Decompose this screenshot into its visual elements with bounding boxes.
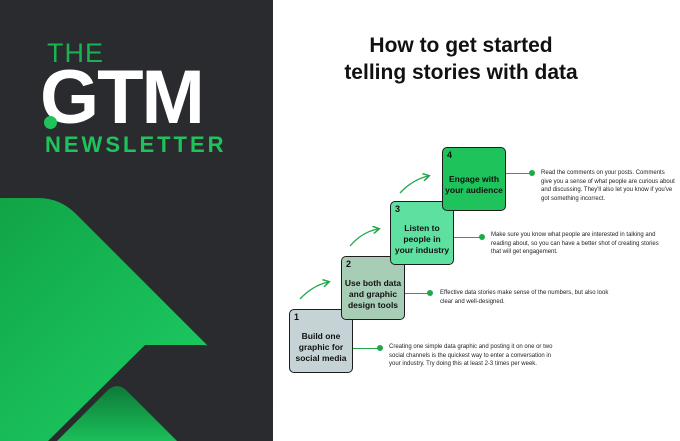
step-2-dot: [427, 290, 433, 296]
title-line-2: telling stories with data: [344, 61, 578, 84]
logo-the-text: THE: [47, 38, 104, 68]
step-4-label: Engage with your audience: [445, 174, 503, 195]
step-1-number: 1: [294, 312, 300, 322]
step-4-dot: [529, 170, 535, 176]
step-4-box: 4 Engage with your audience: [442, 147, 506, 211]
arrow-2-to-3: [349, 229, 378, 247]
step-1-box: 1 Build one graphic for social media: [289, 309, 353, 373]
decorative-shapes: [0, 198, 273, 441]
step-2-number: 2: [346, 259, 352, 269]
step-1-label: Build one graphic for social media: [295, 330, 347, 363]
green-corner-shape: [57, 386, 177, 441]
step-2-label: Use both data and graphic design tools: [344, 277, 402, 310]
step-3-description: Make sure you know what people are inter…: [491, 232, 659, 255]
step-1-description: Creating one simple data graphic and pos…: [389, 344, 553, 367]
step-4-number: 4: [447, 150, 453, 160]
arrow-1-to-2: [299, 282, 328, 300]
step-1-connector: [353, 348, 379, 349]
step-3-label: Listen to people in your industry: [394, 222, 450, 255]
logo-newsletter-text: NEWSLETTER: [45, 132, 227, 157]
step-4-description: Read the comments on your posts. Comment…: [541, 170, 675, 202]
step-2-description: Effective data stories make sense of the…: [440, 290, 609, 305]
step-3-box: 3 Listen to people in your industry: [390, 201, 454, 265]
page-title: How to get started telling stories with …: [330, 32, 592, 86]
step-4-connector: [506, 173, 531, 174]
step-2-box: 2 Use both data and graphic design tools: [341, 256, 405, 320]
step-3-dot: [479, 234, 485, 240]
step-3-number: 3: [395, 204, 401, 214]
logo-dot: [44, 116, 57, 129]
arrow-3-to-4: [399, 176, 428, 194]
step-1-dot: [377, 345, 383, 351]
title-line-1: How to get started: [369, 34, 553, 57]
brand-panel: THE GTM NEWSLETTER: [0, 0, 273, 441]
logo-gtm-text: GTM: [40, 55, 205, 140]
step-3-connector: [454, 237, 481, 238]
step-2-connector: [405, 293, 429, 294]
